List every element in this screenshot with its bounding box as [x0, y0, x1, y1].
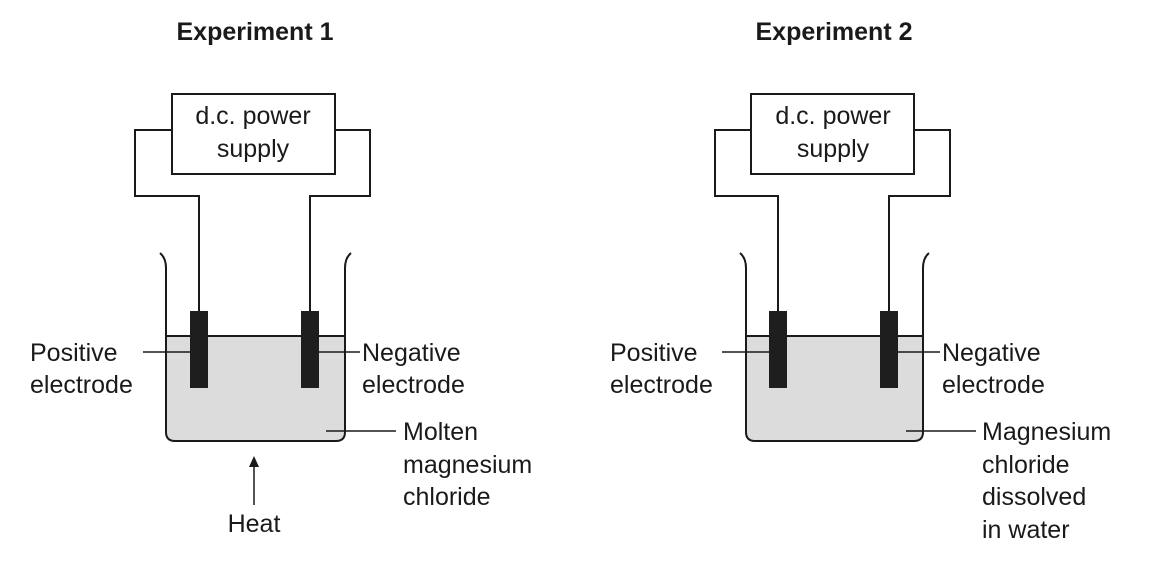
experiment-1-liquid-label-line-1: Molten: [403, 418, 478, 446]
experiment-1-power-supply-box: [171, 93, 336, 175]
experiment-2-beaker: [739, 252, 930, 442]
experiment-2-positive-wire: [714, 129, 779, 312]
experiment-2-negative-wire: [888, 129, 951, 312]
experiment-1-beaker: [159, 252, 352, 442]
experiment-1-liquid-label-line-2: magnesium: [403, 451, 532, 479]
experiment-1-negative-wire: [309, 129, 371, 312]
experiment-1-positive-wire: [134, 129, 200, 312]
experiment-1-positive-label-line-1: Positive: [30, 339, 118, 367]
experiment-2-negative-electrode: [880, 311, 898, 388]
arrow-up-icon: [249, 456, 259, 467]
experiment-2-liquid-label-line-1: Magnesium: [982, 418, 1111, 446]
experiment-1-title: Experiment 1: [176, 18, 333, 46]
experiment-1-molten-liquid: [166, 336, 345, 441]
experiment-1: Experiment 1 d.c. power supply Positive …: [30, 18, 532, 538]
experiment-1-negative-label-line-2: electrode: [362, 371, 465, 399]
experiment-2-power-supply-box: [750, 93, 915, 175]
experiment-2-liquid-label-line-4: in water: [982, 516, 1070, 544]
experiment-2-liquid-label-line-3: dissolved: [982, 483, 1086, 511]
experiment-1-negative-label-line-1: Negative: [362, 339, 461, 367]
experiment-2-negative-label-line-2: electrode: [942, 371, 1045, 399]
experiment-2-power-supply-line-2: supply: [797, 135, 870, 163]
experiment-2-solution: [746, 336, 923, 441]
experiment-1-power-supply-line-1: d.c. power: [195, 102, 310, 130]
experiment-2-positive-label-line-2: electrode: [610, 371, 713, 399]
experiment-1-positive-label-line-2: electrode: [30, 371, 133, 399]
experiment-2-positive-electrode: [769, 311, 787, 388]
experiment-2-liquid-label-line-2: chloride: [982, 451, 1070, 479]
experiment-2-negative-label-line-1: Negative: [942, 339, 1041, 367]
experiment-1-negative-electrode: [301, 311, 319, 388]
experiment-1-power-supply-line-2: supply: [217, 135, 290, 163]
experiment-2-power-supply-line-1: d.c. power: [775, 102, 890, 130]
experiment-1-positive-electrode: [190, 311, 208, 388]
experiment-1-heat-label: Heat: [228, 510, 281, 538]
experiment-2-title: Experiment 2: [755, 18, 912, 46]
experiment-1-liquid-label-line-3: chloride: [403, 483, 491, 511]
experiment-2: Experiment 2 d.c. power supply Positive …: [610, 18, 1111, 544]
experiment-2-positive-label-line-1: Positive: [610, 339, 698, 367]
